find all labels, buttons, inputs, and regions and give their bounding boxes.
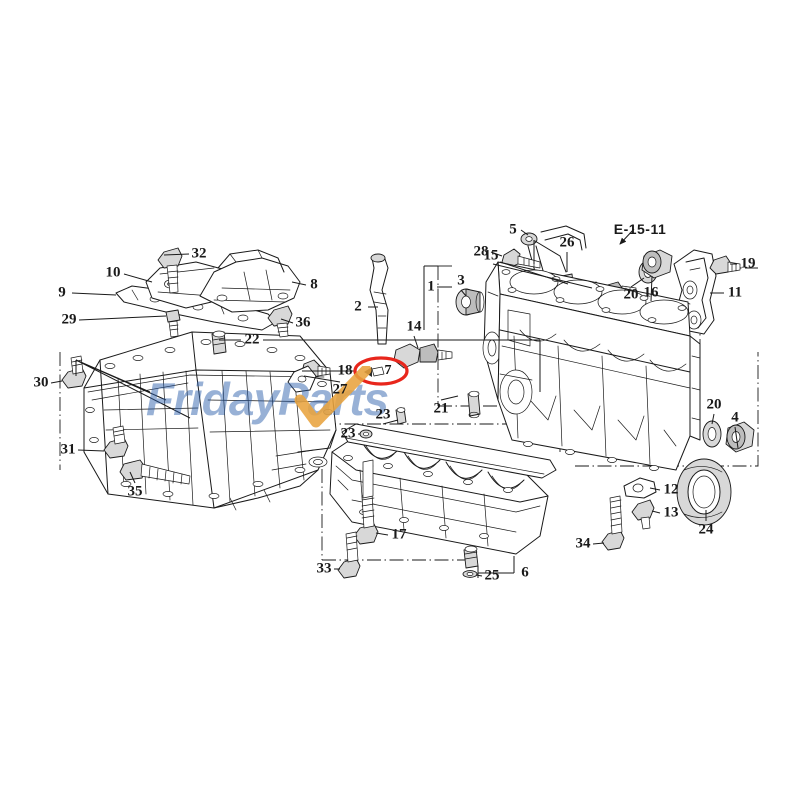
callout-17: 17 [391,526,407,543]
part-22-plug [211,330,227,355]
callout-23: 23 [340,425,356,442]
callout-29: 29 [61,311,77,328]
callout-13: 13 [663,504,679,521]
callout-33: 33 [316,560,332,577]
part-23-dowel-a [359,429,373,439]
callout-1: 1 [427,278,435,295]
part-14-sensor [393,343,453,369]
callout-9: 9 [58,284,66,301]
part-28-bolt [501,248,541,269]
callout-14: 14 [406,318,422,335]
part-16-plug [641,249,673,279]
part-31-bolt [103,425,129,459]
callout-20: 20 [706,396,722,413]
part-32-bolt [157,247,183,294]
callout-2: 2 [354,298,362,315]
callout-34: 34 [575,535,591,552]
callout-32: 32 [191,245,207,262]
part-21-collar [467,390,481,419]
callout-8: 8 [310,276,318,293]
callout-27: 27 [332,381,348,398]
callout-28: 28 [473,243,489,260]
part-12-key [623,477,657,499]
callout-15: 15 [483,247,499,264]
part-24-crank-seal [676,458,732,526]
part-23-dowel-b [395,407,407,425]
highlighted-part-number: 7 [384,363,392,378]
callout-31: 31 [60,441,76,458]
callout-5: 5 [509,221,517,238]
part-33-bolt [337,531,361,579]
part-34-bolt [601,495,625,551]
callout-21: 21 [433,400,449,417]
part-20-washer-lower [702,420,722,448]
callout-10: 10 [105,264,121,281]
part-30-bolt [61,355,87,389]
callout-20: 20 [623,286,639,303]
part-4-plug [725,421,755,453]
part-2-dipstick [369,253,389,345]
callout-6: 6 [521,564,529,581]
part-5-clip [520,232,567,273]
callout-30: 30 [33,374,49,391]
part-13-bolt [631,499,655,530]
callout-19: 19 [740,255,756,272]
part-35-bolt [119,459,191,485]
callout-4: 4 [731,409,739,426]
section-ref-sec-e1511: E-15-11 [613,221,667,237]
group-boundary-seal [575,352,759,467]
part-6-stud [463,545,479,569]
part-25-washer [462,570,478,578]
part-19-bolt [709,255,741,275]
callout-16: 16 [643,284,659,301]
oil-pan-assembly [83,331,337,511]
highlight-ellipse-part-7 [353,356,409,386]
callout-11: 11 [727,284,743,301]
callout-24: 24 [698,521,714,538]
callout-25: 25 [484,567,500,584]
callout-3: 3 [457,272,465,289]
callout-12: 12 [663,481,679,498]
engine-block [482,261,701,471]
callout-23: 23 [375,406,391,423]
leader-lines [50,228,739,578]
part-17-main-bolt [353,459,379,545]
callout-35: 35 [127,483,143,500]
callout-36: 36 [295,314,311,331]
part-8-windage-tray [199,249,301,313]
callout-22: 22 [244,331,260,348]
callout-18: 18 [337,362,353,379]
part-3-plug [455,288,485,316]
callout-26: 26 [559,234,575,251]
part-29-bolt [165,309,181,338]
